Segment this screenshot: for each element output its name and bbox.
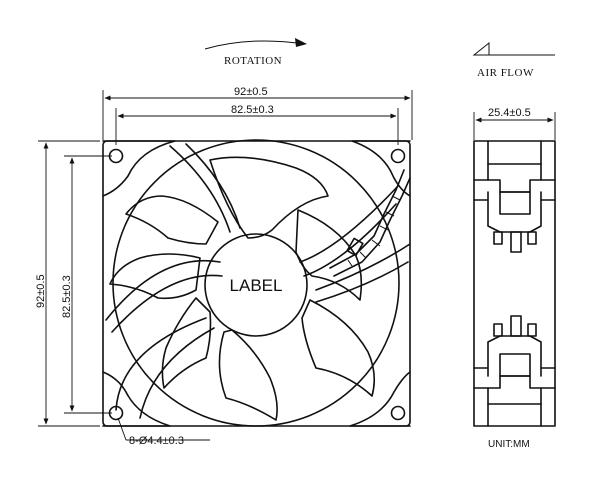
hole-spacing-width-label: 82.5±0.3 xyxy=(231,104,274,116)
hub-label: LABEL xyxy=(230,276,283,295)
hole-callout-label: 8-Ø4.4±0.3 xyxy=(129,435,184,447)
rotation-arrow-icon xyxy=(204,38,307,50)
depth-label: 25.4±0.5 xyxy=(488,107,531,119)
dimension-overall-height xyxy=(38,140,100,427)
overall-width-label: 92±0.5 xyxy=(234,86,268,98)
dimension-hole-spacing-width xyxy=(115,108,399,145)
air-flow-arrow-icon xyxy=(472,41,555,56)
mounting-hole-icon xyxy=(390,148,406,164)
hole-callout-leader xyxy=(117,417,127,441)
rotation-label: ROTATION xyxy=(224,55,282,67)
mounting-holes xyxy=(108,148,406,421)
side-frame xyxy=(473,140,556,427)
side-bottom-section xyxy=(473,315,556,427)
dimension-depth xyxy=(473,112,556,140)
air-flow-label: AIR FLOW xyxy=(477,67,534,79)
corner-bosses xyxy=(102,140,411,427)
front-view: ROTATION 92±0.5 82.5±0.3 92±0.5 82.5±0.3 xyxy=(35,38,413,447)
hole-spacing-height-label: 82.5±0.3 xyxy=(61,275,73,318)
dimension-hole-spacing-height xyxy=(64,155,112,414)
unit-label: UNIT:MM xyxy=(488,439,530,450)
wire-harness xyxy=(329,169,411,277)
fan-hub xyxy=(204,233,308,337)
mounting-hole-icon xyxy=(390,405,406,421)
side-view: AIR FLOW 25.4±0.5 xyxy=(472,41,556,450)
dimension-overall-width xyxy=(102,90,413,140)
overall-height-label: 92±0.5 xyxy=(35,274,47,308)
side-top-section xyxy=(473,140,556,253)
fan-venturi xyxy=(112,139,400,427)
mounting-hole-icon xyxy=(108,148,124,164)
